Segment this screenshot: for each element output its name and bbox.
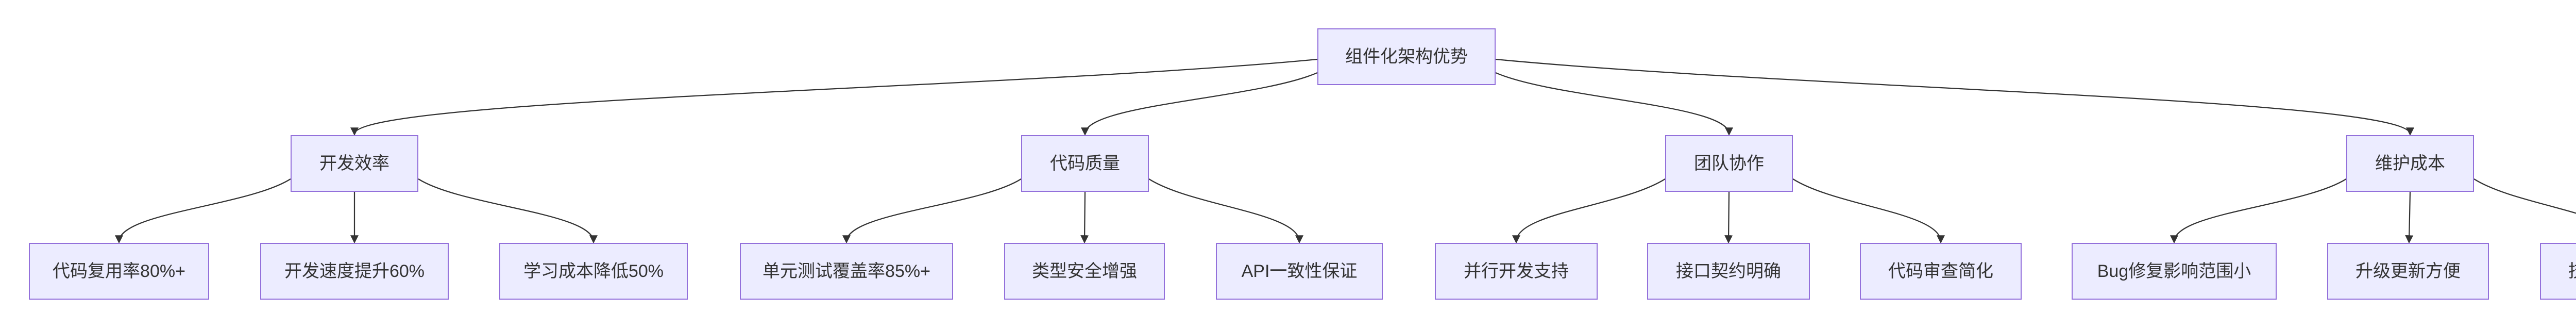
node-code-reuse-rate: 代码复用率80%+ [29,243,209,300]
node-upgrade-convenience: 升级更新方便 [2327,243,2489,300]
node-root-component-architecture: 组件化架构优势 [1317,28,1496,85]
node-team-collaboration: 团队协作 [1665,135,1793,192]
node-interface-contract: 接口契约明确 [1647,243,1810,300]
edge-connector [1512,178,1666,244]
node-dev-speed: 开发速度提升60% [260,243,449,300]
node-code-quality: 代码质量 [1021,135,1149,192]
edge-connector [1724,191,1733,244]
edge-connector [2473,178,2576,214]
node-type-safety: 类型安全增强 [1004,243,1165,300]
node-unit-test-coverage: 单元测试覆盖率85%+ [740,243,953,300]
node-bug-fix-scope: Bug修复影响范围小 [2072,243,2277,300]
edge-connector [1148,178,1303,244]
node-learning-cost: 学习成本降低50% [499,243,688,300]
edge-connector [1080,191,1089,244]
edge-connector [1495,58,2414,136]
node-dev-efficiency: 开发效率 [291,135,418,192]
edge-connector [842,178,1022,244]
node-parallel-development: 并行开发支持 [1435,243,1598,300]
edge-connector [2170,178,2347,244]
edge-connector [1081,72,1318,136]
edge-connector [350,58,1318,136]
edge-connector [115,178,291,244]
edge-connector [2405,191,2414,244]
edge-connector [1792,178,1945,244]
node-api-consistency: API一致性保证 [1216,243,1383,300]
node-code-review: 代码审查简化 [1860,243,2022,300]
edge-connector [418,178,598,244]
node-maintenance-cost: 维护成本 [2346,135,2474,192]
edge-connector [1495,72,1733,136]
node-tech-debt: 技术债务可控 [2540,243,2576,300]
